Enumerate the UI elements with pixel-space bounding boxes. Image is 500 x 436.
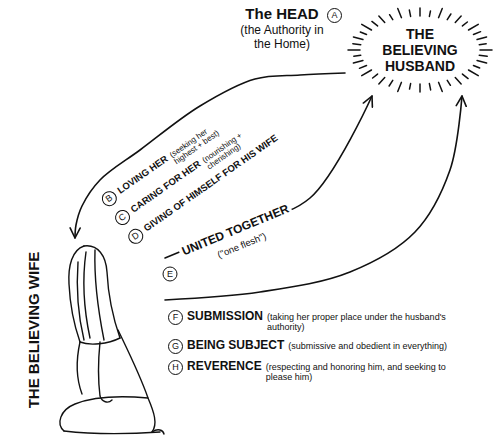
sunburst-ray <box>439 82 443 91</box>
label-row: A <box>327 8 342 23</box>
label-row: G BEING SUBJECT (submissive and obedient i… <box>168 339 447 354</box>
sunburst-ray <box>354 55 361 57</box>
sunburst-ray <box>479 55 487 56</box>
wife-duties-group: F SUBMISSION (taking her proper place unde… <box>168 310 490 382</box>
kneeling-woman <box>60 246 164 434</box>
sunburst-ray <box>469 24 479 30</box>
sunburst-ray <box>439 9 443 18</box>
callout-letter: D <box>125 226 146 247</box>
sunburst-ray <box>477 61 487 63</box>
sunburst-ray <box>409 10 410 16</box>
sunburst-ray <box>473 32 480 35</box>
chest-line <box>77 342 82 394</box>
foot-line <box>152 430 164 434</box>
label-row: H REVERENCE (respecting and honoring him, … <box>168 360 456 383</box>
node-label: THE BELIEVING WIFE <box>25 252 42 409</box>
callout-letter: E <box>163 267 178 282</box>
label-row: E <box>163 267 178 282</box>
duty-note: (respecting and honoring him, and seekin… <box>266 362 456 383</box>
a-callout-group: A <box>327 8 342 23</box>
sunburst-ray <box>353 44 361 45</box>
sunburst-ray <box>373 74 378 78</box>
duty-note: (taking her proper place under the husba… <box>267 312 457 333</box>
sunburst-ray <box>419 84 421 92</box>
sunburst-ray <box>390 15 393 20</box>
love-arrow <box>75 73 345 238</box>
sunburst-ray <box>480 49 492 51</box>
sunburst-ray <box>360 32 366 35</box>
sunburst-ray <box>469 70 479 76</box>
duty-text: REVERENCE <box>187 360 262 374</box>
sunburst-ray <box>353 61 363 63</box>
hair-strand <box>84 252 90 338</box>
sunburst-ray <box>447 14 451 20</box>
sunburst-ray <box>389 80 393 86</box>
hair-strand <box>95 250 104 340</box>
hair-strand <box>77 262 84 340</box>
sunburst-ray <box>455 78 461 84</box>
callout-letter: B <box>99 188 120 209</box>
sunburst-ray <box>462 22 467 26</box>
sunburst-ray <box>473 65 479 68</box>
e-callout-group: E <box>163 267 178 282</box>
sunburst-ray <box>455 16 461 22</box>
label-row: (the Authority in the Home) <box>240 24 324 52</box>
sunburst-ray <box>362 24 372 30</box>
sunburst-ray <box>372 21 378 26</box>
sunburst-ray <box>462 74 468 79</box>
sunburst-ray <box>419 8 421 16</box>
husband-burst: THE BELIEVING HUSBAND <box>345 4 495 96</box>
sunburst-ray <box>379 78 385 84</box>
sunburst-ray <box>429 11 430 17</box>
label-row: F SUBMISSION (taking her proper place unde… <box>168 310 457 333</box>
heading-note: (the Authority in the Home) <box>240 24 324 52</box>
sunburst-ray <box>398 82 402 91</box>
sunburst-ray <box>362 70 372 76</box>
sunburst-ray <box>398 9 402 18</box>
callout-letter: A <box>327 8 342 23</box>
sunburst-ray <box>359 65 366 68</box>
callout-letter: G <box>168 339 183 354</box>
label-row: The HEAD <box>245 5 318 22</box>
text-holder: THE BELIEVING WIFE <box>25 252 43 409</box>
sunburst-ray <box>479 43 486 45</box>
submission-arrow <box>165 96 462 300</box>
callout-letter: C <box>112 207 133 228</box>
duty-text: SUBMISSION <box>187 310 263 324</box>
sunburst-ray <box>353 37 363 39</box>
hair-outline <box>69 246 84 342</box>
sunburst-ray <box>348 49 360 51</box>
sunburst-ray <box>379 16 385 22</box>
arm-line <box>99 342 113 402</box>
sunburst-ray <box>410 84 411 90</box>
head-group: The HEAD (the Authority in the Home) <box>222 5 342 52</box>
shin-line <box>64 431 160 433</box>
back-line <box>118 330 155 432</box>
thigh-line <box>60 397 148 431</box>
sunburst-ray <box>447 80 450 85</box>
hair-outline <box>84 246 120 338</box>
callout-letter: F <box>168 310 183 325</box>
duty-text: BEING SUBJECT <box>187 339 284 353</box>
wife-figure-area: THE BELIEVING WIFE <box>15 238 165 434</box>
node-label: THE BELIEVING HUSBAND <box>372 26 468 74</box>
heading-text: The HEAD <box>245 5 318 22</box>
duty-note: (submissive and obedient in everything) <box>288 341 447 351</box>
sunburst-ray <box>429 84 430 90</box>
union-arrow <box>165 96 372 258</box>
callout-letter: H <box>168 360 183 375</box>
sunburst-ray <box>477 37 487 39</box>
